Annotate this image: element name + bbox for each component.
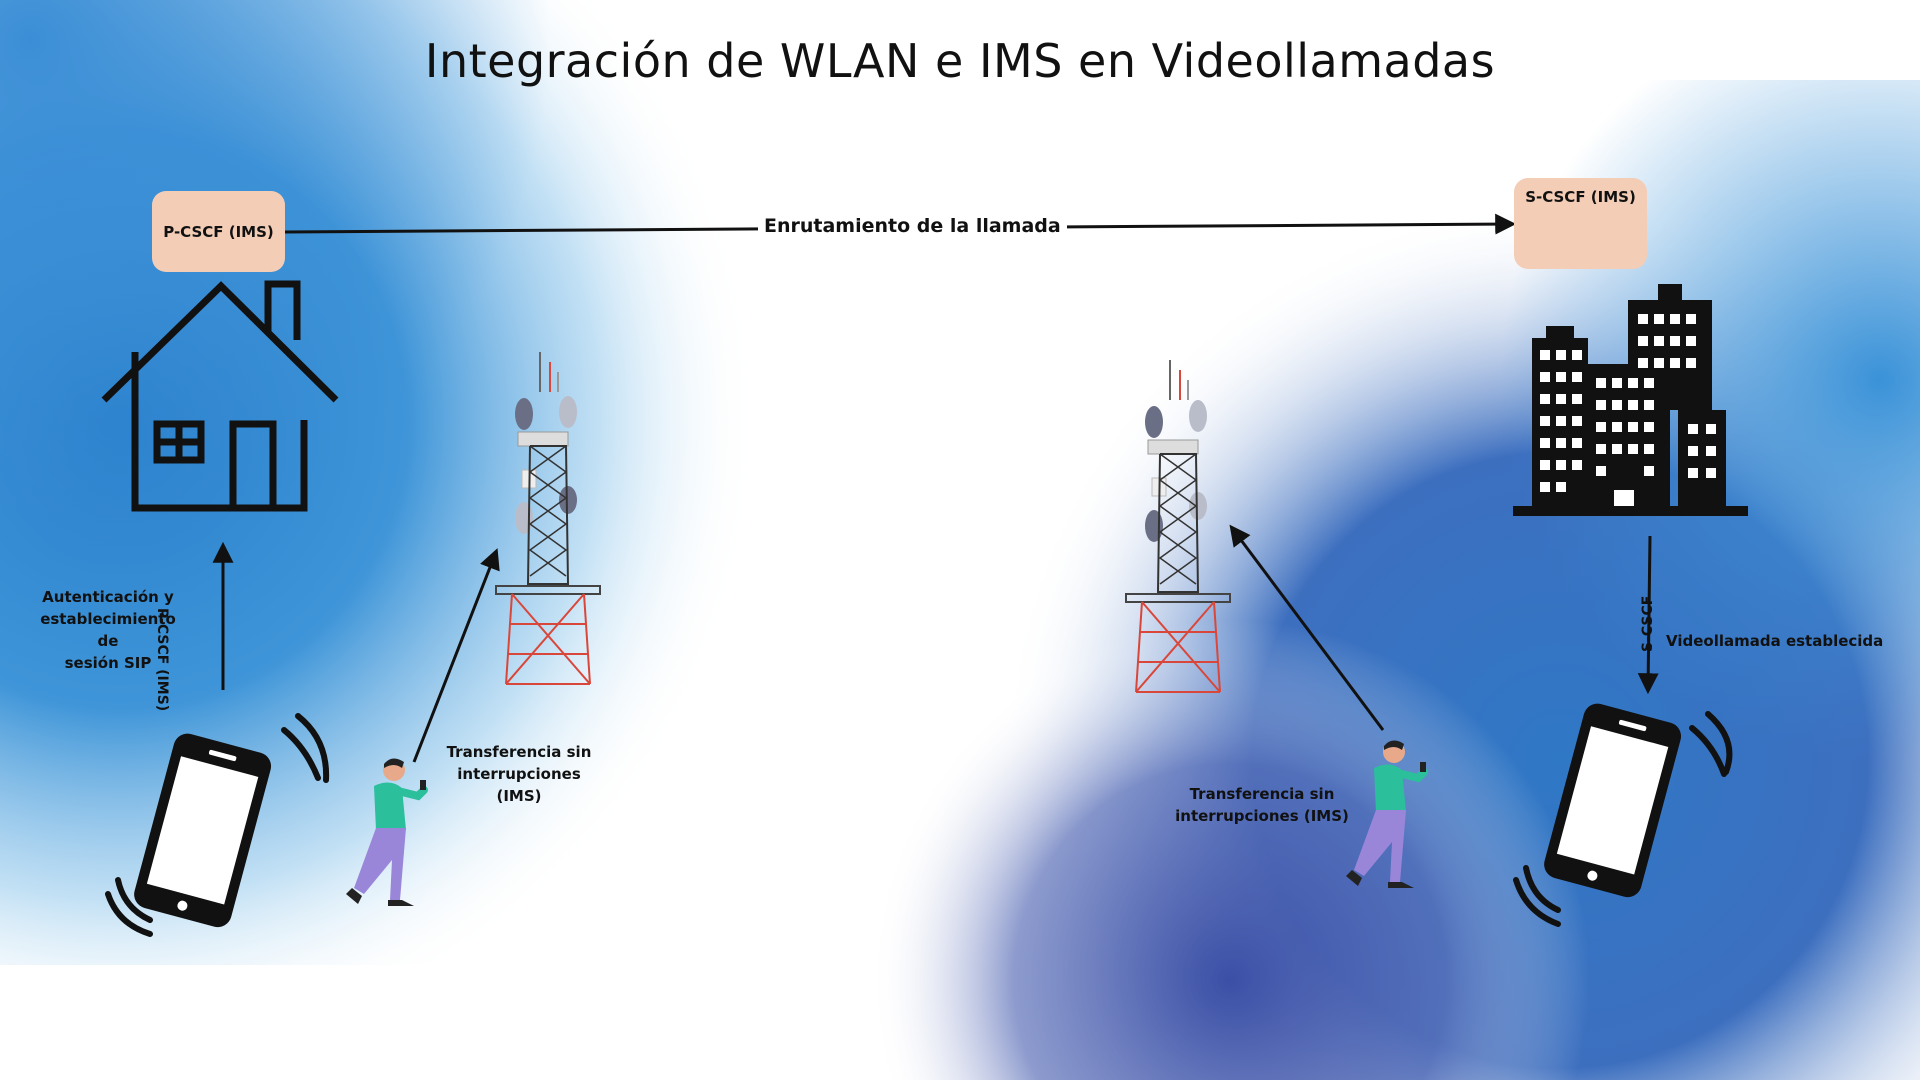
- smartphone-icon-right: [1544, 703, 1682, 898]
- transfer-label-left: Transferencia sin interrupciones (IMS): [434, 741, 604, 807]
- auth-label: Autenticación y establecimiento de sesió…: [28, 586, 188, 674]
- walking-person-icon: [346, 758, 428, 906]
- s-cscf-node: S-CSCF (IMS): [1514, 178, 1647, 269]
- p-cscf-node: P-CSCF (IMS): [152, 191, 285, 272]
- handover-arrow-right: [1229, 524, 1385, 731]
- transfer-right-line2: interrupciones (IMS): [1175, 807, 1349, 825]
- office-buildings-icon: [1513, 284, 1748, 516]
- auth-label-line3: sesión SIP: [64, 654, 152, 672]
- cell-tower-icon: [495, 352, 601, 685]
- walking-person-icon-right: [1346, 740, 1428, 888]
- auth-label-line1: Autenticación y: [42, 588, 174, 606]
- diagram-title: Integración de WLAN e IMS en Videollamad…: [424, 34, 1496, 88]
- house-icon: [101, 280, 339, 512]
- vibration-waves-left: [105, 713, 330, 937]
- transfer-label-right: Transferencia sin interrupciones (IMS): [1172, 783, 1352, 827]
- transfer-right-line1: Transferencia sin: [1189, 785, 1335, 803]
- s-cscf-arrow: [1637, 535, 1659, 695]
- transfer-left-line2: interrupciones (IMS): [457, 765, 581, 805]
- auth-label-line2: establecimiento de: [40, 610, 176, 650]
- cell-tower-icon-right: [1125, 360, 1231, 693]
- smartphone-icon: [134, 733, 272, 928]
- routing-label: Enrutamiento de la llamada: [758, 215, 1067, 237]
- handover-arrow-left: [412, 548, 500, 763]
- transfer-left-line1: Transferencia sin: [446, 743, 592, 761]
- vertical-label-p-cscf: P-CSCF (IMS): [154, 608, 170, 712]
- vertical-label-s-cscf: S-CSCF: [1640, 595, 1656, 652]
- video-established-label: Videollamada establecida: [1666, 632, 1884, 650]
- vibration-waves-right: [1513, 711, 1733, 927]
